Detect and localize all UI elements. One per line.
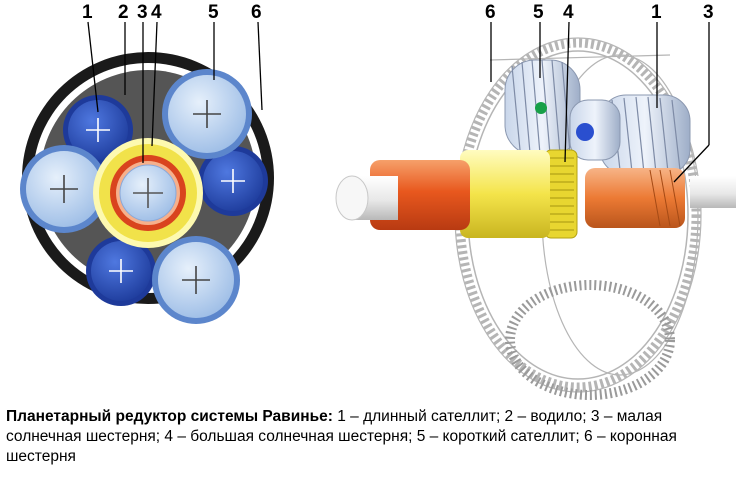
- hub: [585, 168, 685, 228]
- long-planet-gear: [569, 94, 691, 176]
- left-label-6: 6: [251, 2, 262, 23]
- input-shaft-end: [335, 175, 369, 221]
- hub-teeth: [649, 169, 681, 227]
- planet-long-2: [198, 146, 268, 216]
- ring-gear-helical: [505, 280, 675, 400]
- left-label-4: 4: [151, 2, 162, 23]
- planet-short-2: [20, 145, 108, 233]
- left-label-5: 5: [208, 2, 219, 23]
- cutaway-view: 6 5 4 1 3: [335, 2, 736, 400]
- left-label-2: 2: [118, 2, 129, 23]
- right-callouts: 6 5 4 1 3: [485, 2, 714, 23]
- short-planet-gear: [504, 59, 581, 156]
- output-shaft: [690, 176, 736, 208]
- left-callouts: 1 2 3 4 5 6: [82, 2, 262, 23]
- left-label-3: 3: [137, 2, 148, 23]
- right-label-5: 5: [533, 2, 544, 23]
- caption-text: 1 – длинный сателлит; 2 – водило; 3 – ма…: [6, 408, 677, 465]
- caption-title: Планетарный редуктор системы Равинье:: [6, 408, 333, 425]
- planet-long-1: [63, 95, 133, 165]
- right-label-6: 6: [485, 2, 496, 23]
- right-leaders: [490, 21, 710, 183]
- planet-short-1: [162, 69, 252, 159]
- planet-long-3: [86, 236, 156, 306]
- right-label-4: 4: [563, 2, 574, 23]
- large-sun-drum: [460, 150, 550, 238]
- cross-section: 1 2 3 4 5 6: [20, 2, 274, 324]
- left-leaders: [87, 21, 263, 163]
- right-label-1: 1: [651, 2, 662, 23]
- left-label-1: 1: [82, 2, 93, 23]
- right-label-3: 3: [703, 2, 714, 23]
- ravigneaux-diagram: 1 2 3 4 5 6: [20, 2, 736, 400]
- shaft-cross: [133, 178, 163, 208]
- figure-caption: Планетарный редуктор системы Равинье: 1 …: [6, 407, 730, 467]
- sun-gear-teeth: [548, 157, 574, 231]
- planet-short-3: [152, 236, 240, 324]
